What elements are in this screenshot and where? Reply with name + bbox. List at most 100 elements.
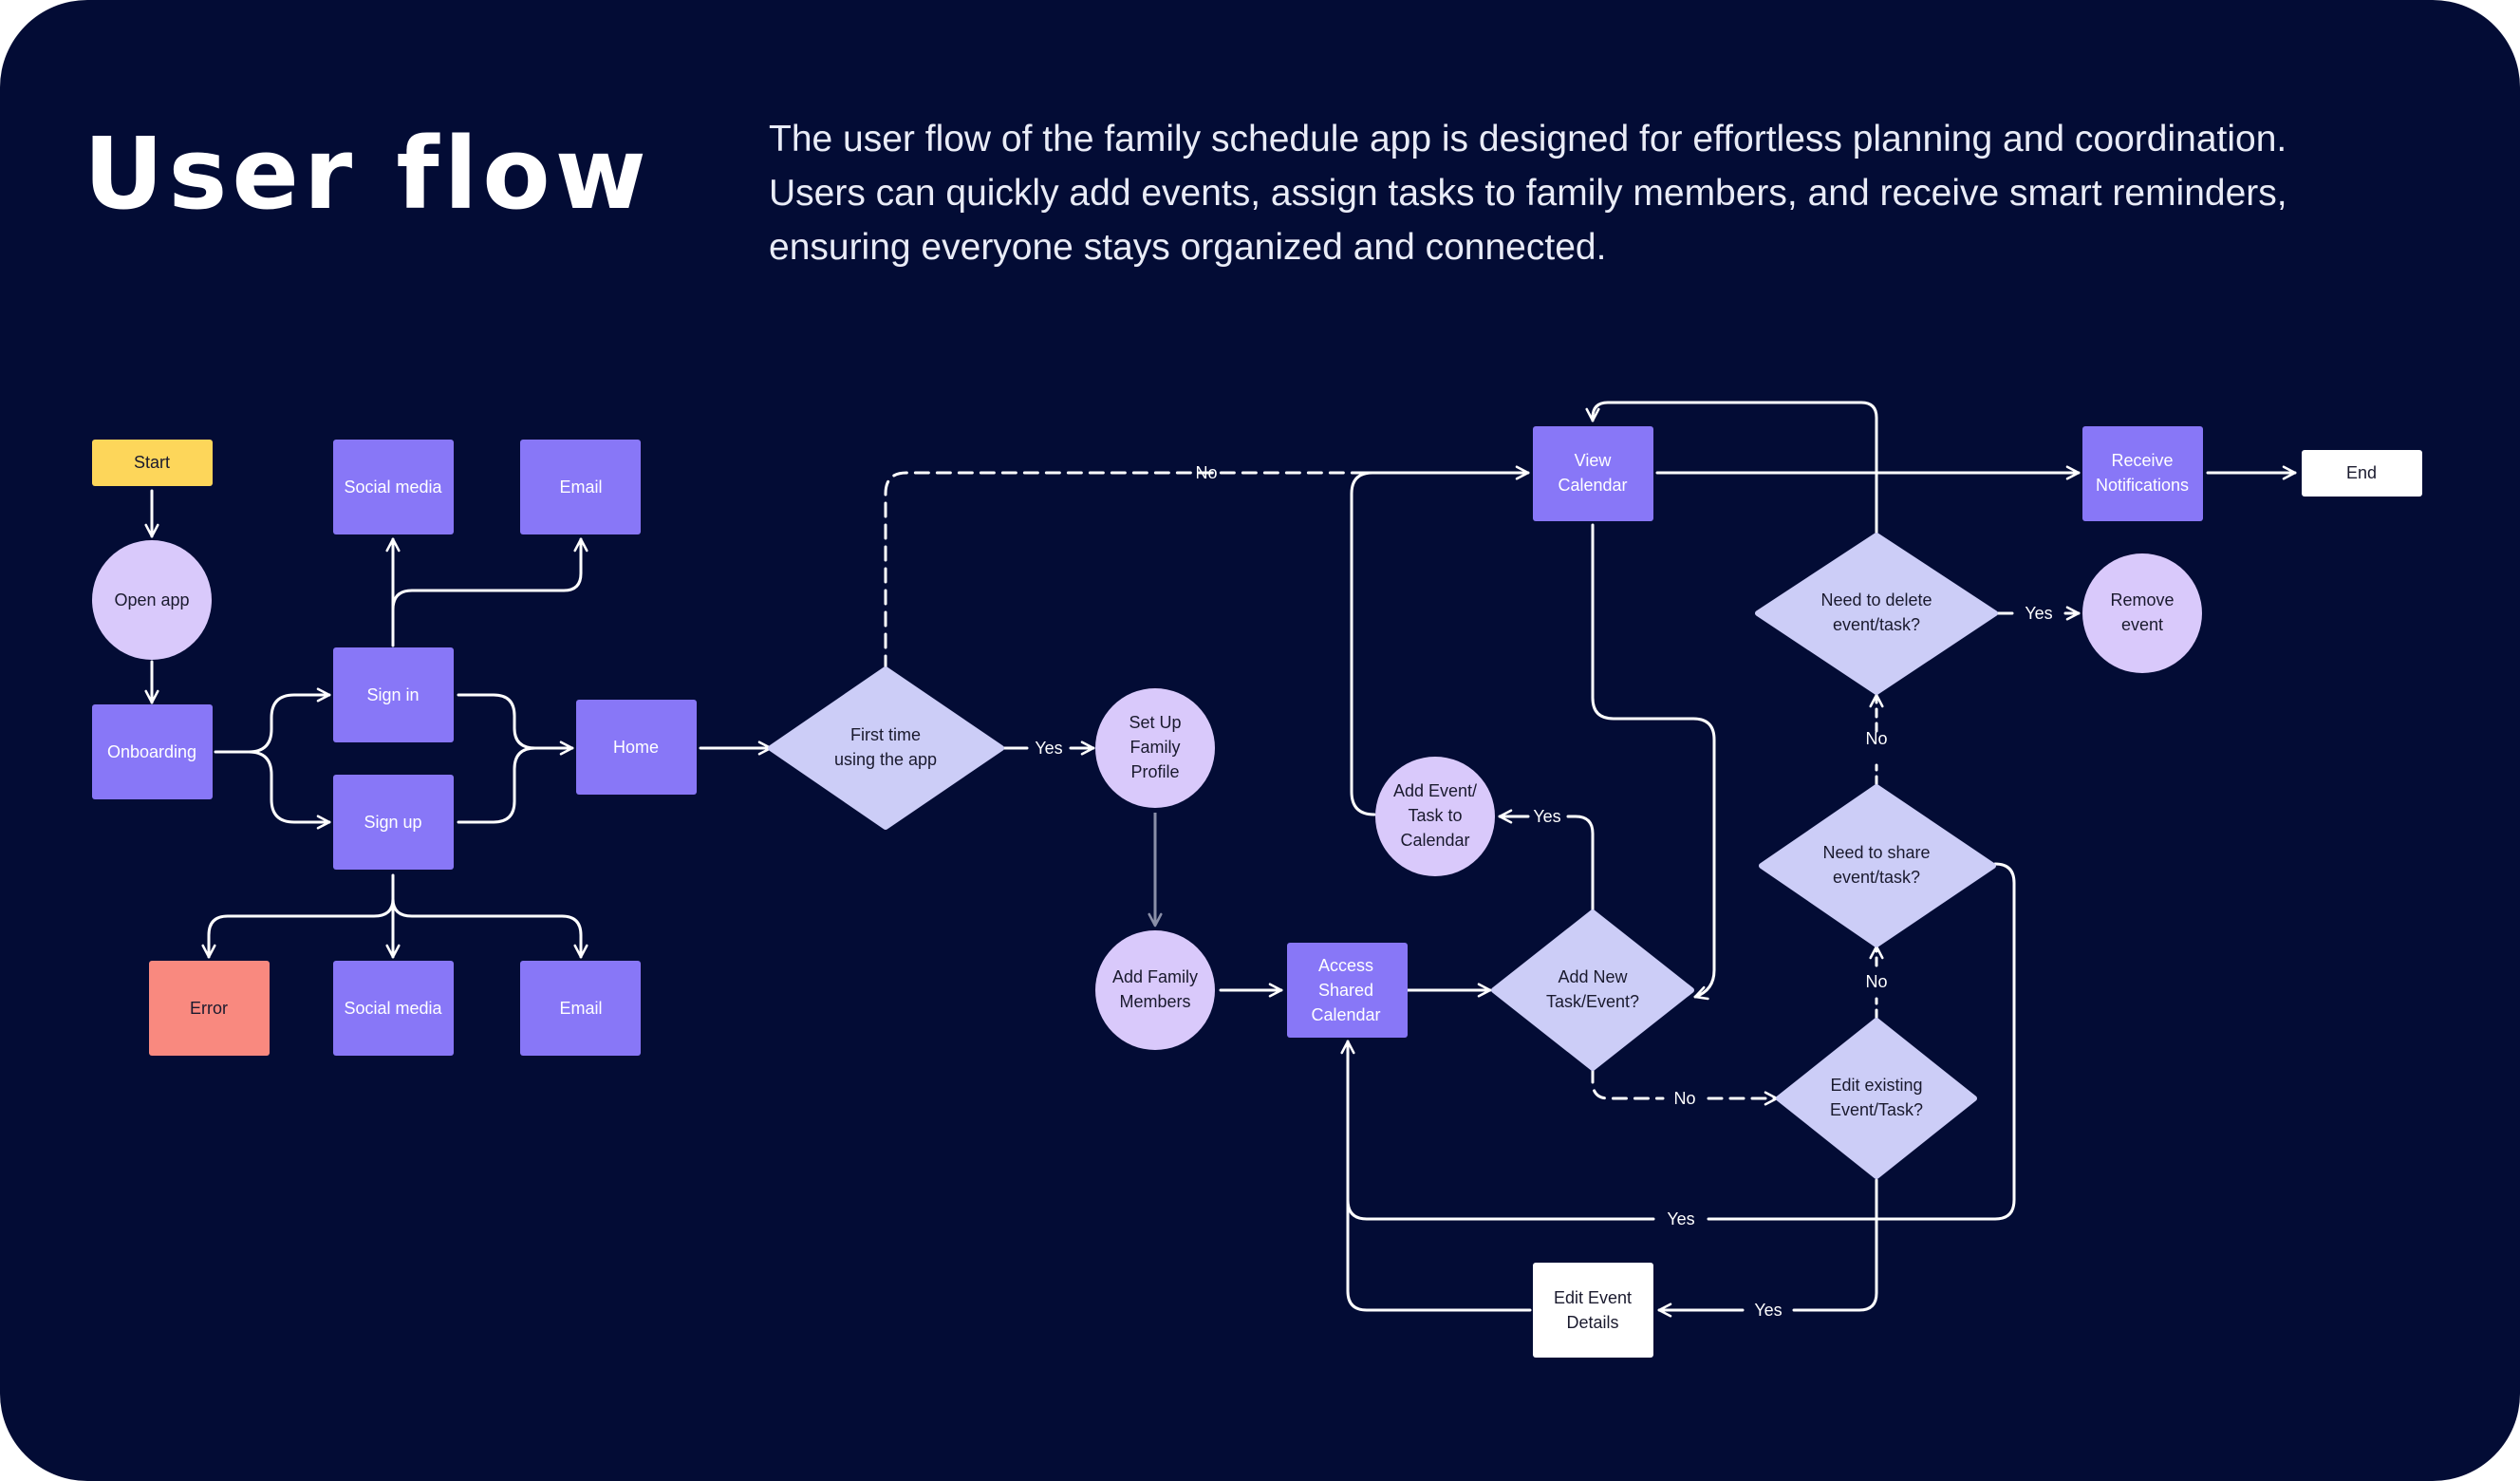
- add-new-task-event-decision: Add New Task/Event?: [1491, 909, 1694, 1071]
- add-family-members-node: Add Family Members: [1095, 930, 1215, 1050]
- edge-sign-up-home: [457, 746, 537, 824]
- setup-profile-label-2: Family: [1130, 738, 1181, 757]
- setup-family-profile-node: Set Up Family Profile: [1095, 688, 1215, 808]
- edit-existing-decision: Edit existing Event/Task?: [1776, 1018, 1977, 1179]
- access-shared-calendar-label-2: Shared: [1318, 981, 1373, 1000]
- label-edit-existing-yes: Yes: [1754, 1301, 1782, 1320]
- error-node: Error: [149, 961, 270, 1056]
- setup-profile-label-1: Set Up: [1129, 713, 1181, 732]
- add-new-label-2: Task/Event?: [1546, 992, 1639, 1011]
- social-media-top-label: Social media: [344, 478, 442, 497]
- edit-event-details-node: Edit Event Details: [1533, 1263, 1653, 1358]
- add-event-task-label-2: Task to: [1408, 806, 1462, 825]
- first-time-label-2: using the app: [834, 750, 937, 769]
- onboarding-node: Onboarding: [92, 704, 213, 799]
- sign-up-node: Sign up: [333, 775, 454, 870]
- view-calendar-node: View Calendar: [1533, 426, 1653, 521]
- email-top-node: Email: [520, 440, 641, 534]
- label-first-time-no: No: [1195, 463, 1217, 482]
- end-node: End: [2302, 450, 2422, 497]
- receive-notifications-label-2: Notifications: [2096, 476, 2189, 495]
- open-app-label: Open app: [114, 591, 189, 609]
- remove-event-node: Remove event: [2082, 553, 2202, 673]
- edge-onboarding-sign-in: [247, 687, 331, 754]
- open-app-node: Open app: [92, 540, 212, 660]
- label-edit-existing-no: No: [1865, 972, 1887, 991]
- edit-existing-label-1: Edit existing: [1830, 1076, 1922, 1095]
- add-family-members-label-1: Add Family: [1112, 967, 1198, 986]
- edge-first-time-no: [884, 471, 1354, 671]
- add-event-task-label-3: Calendar: [1400, 831, 1469, 850]
- setup-profile-label-3: Profile: [1130, 762, 1179, 781]
- receive-notifications-label-1: Receive: [2111, 451, 2173, 470]
- add-family-members-label-2: Members: [1119, 992, 1190, 1011]
- social-media-top-node: Social media: [333, 440, 454, 534]
- edit-event-details-label-1: Edit Event: [1554, 1288, 1632, 1307]
- access-shared-calendar-label-1: Access: [1318, 956, 1373, 975]
- add-event-task-calendar-node: Add Event/ Task to Calendar: [1375, 757, 1495, 876]
- description-line-1: The user flow of the family schedule app…: [769, 119, 2287, 159]
- social-media-bottom-label: Social media: [344, 999, 442, 1018]
- first-time-decision: First time using the app: [768, 666, 1004, 830]
- need-to-delete-decision: Need to delete event/task?: [1755, 533, 1998, 695]
- email-bottom-node: Email: [520, 961, 641, 1056]
- edge-add-new-no: [1591, 1067, 1665, 1100]
- end-label: End: [2346, 463, 2377, 482]
- edit-existing-label-2: Event/Task?: [1830, 1100, 1923, 1119]
- label-share-no: No: [1865, 729, 1887, 748]
- label-first-time-yes: Yes: [1035, 739, 1062, 758]
- error-label: Error: [190, 999, 228, 1018]
- page-title: User flow: [84, 116, 651, 232]
- edge-labels: No Yes Yes No Yes No Yes No Yes: [1035, 463, 2052, 1320]
- need-to-delete-label-2: event/task?: [1833, 615, 1920, 634]
- view-calendar-label-1: View: [1575, 451, 1613, 470]
- social-media-bottom-node: Social media: [333, 961, 454, 1056]
- remove-event-label-2: event: [2121, 615, 2163, 634]
- connectors: [144, 401, 2297, 1318]
- sign-up-label: Sign up: [364, 813, 421, 832]
- label-share-yes: Yes: [1667, 1209, 1694, 1228]
- first-time-label-1: First time: [850, 725, 921, 744]
- edge-sign-up-error: [201, 897, 395, 959]
- edge-edit-existing-down: [1792, 1178, 1878, 1312]
- edge-share-yes-b: [1346, 1198, 1655, 1221]
- description-line-3: ensuring everyone stays organized and co…: [769, 227, 1607, 268]
- edge-sign-in-email-top: [391, 537, 588, 611]
- label-delete-yes: Yes: [2025, 604, 2052, 623]
- edge-sign-up-email-bottom: [391, 897, 588, 959]
- access-shared-calendar-label-3: Calendar: [1311, 1005, 1380, 1024]
- email-top-label: Email: [559, 478, 602, 497]
- access-shared-calendar-node: Access Shared Calendar: [1287, 943, 1408, 1038]
- edge-add-new-yes: [1566, 815, 1595, 913]
- view-calendar-label-2: Calendar: [1558, 476, 1627, 495]
- start-node: Start: [92, 440, 213, 486]
- edit-event-details-label-2: Details: [1566, 1313, 1618, 1332]
- edge-view-calendar-add-new: [1591, 523, 1716, 1001]
- home-label: Home: [613, 738, 659, 757]
- need-to-share-decision: Need to share event/task?: [1759, 784, 1996, 947]
- add-event-task-label-1: Add Event/: [1393, 781, 1477, 800]
- email-bottom-label: Email: [559, 999, 602, 1018]
- add-new-label-1: Add New: [1558, 967, 1628, 986]
- description-line-2: Users can quickly add events, assign tas…: [769, 173, 2287, 214]
- edge-add-event-view-calendar: [1350, 471, 1376, 816]
- sign-in-node: Sign in: [333, 647, 454, 742]
- remove-event-label-1: Remove: [2110, 591, 2174, 609]
- start-label: Start: [134, 453, 170, 472]
- receive-notifications-node: Receive Notifications: [2082, 426, 2203, 521]
- edge-edit-details-access: [1340, 1040, 1532, 1312]
- label-add-new-no: No: [1673, 1089, 1695, 1108]
- sign-in-label: Sign in: [366, 685, 419, 704]
- onboarding-label: Onboarding: [107, 742, 196, 761]
- edge-delete-view-calendar: [1585, 401, 1878, 534]
- need-to-delete-label-1: Need to delete: [1820, 591, 1932, 609]
- need-to-share-label-2: event/task?: [1833, 868, 1920, 887]
- edge-onboarding-sign-up: [247, 750, 331, 830]
- edge-sign-in-home: [457, 693, 574, 756]
- page-description: The user flow of the family schedule app…: [769, 112, 2401, 274]
- need-to-share-label-1: Need to share: [1822, 843, 1930, 862]
- home-node: Home: [576, 700, 697, 795]
- edge-share-yes: [1707, 862, 2016, 1221]
